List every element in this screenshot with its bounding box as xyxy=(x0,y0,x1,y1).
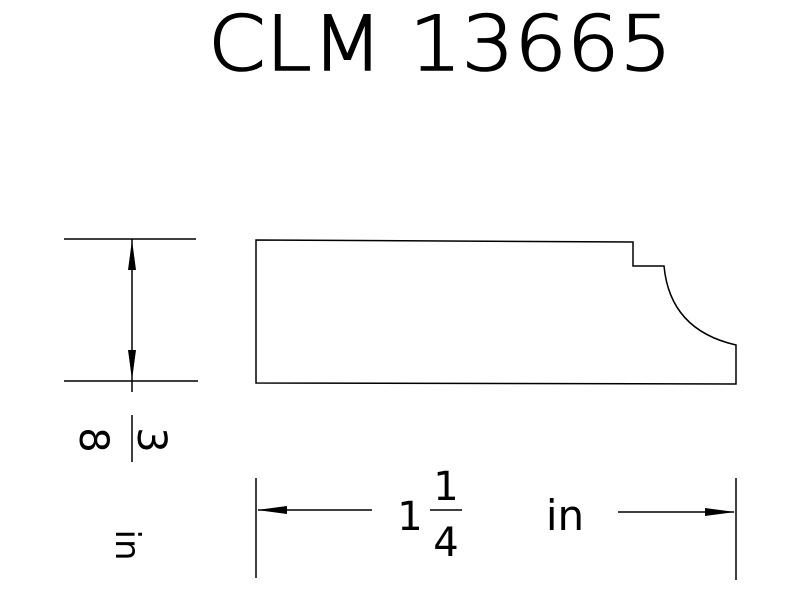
width-dimension: 1 1 4 in xyxy=(255,464,737,580)
arrow-left-icon xyxy=(257,506,287,514)
drawing-title: CLM 13665 xyxy=(208,0,672,88)
arrow-right-icon xyxy=(705,508,735,516)
width-denominator: 4 xyxy=(433,520,458,566)
thickness-numerator: 3 xyxy=(128,427,174,452)
width-whole: 1 xyxy=(397,494,422,540)
thickness-unit: in xyxy=(107,530,147,561)
arrow-down-icon xyxy=(128,350,136,380)
thickness-dimension: 3 8 in xyxy=(64,238,198,561)
width-numerator: 1 xyxy=(433,464,458,510)
width-unit: in xyxy=(546,491,584,540)
arrow-up-icon xyxy=(128,240,136,270)
molding-profile xyxy=(255,239,737,385)
thickness-denominator: 8 xyxy=(70,427,116,452)
